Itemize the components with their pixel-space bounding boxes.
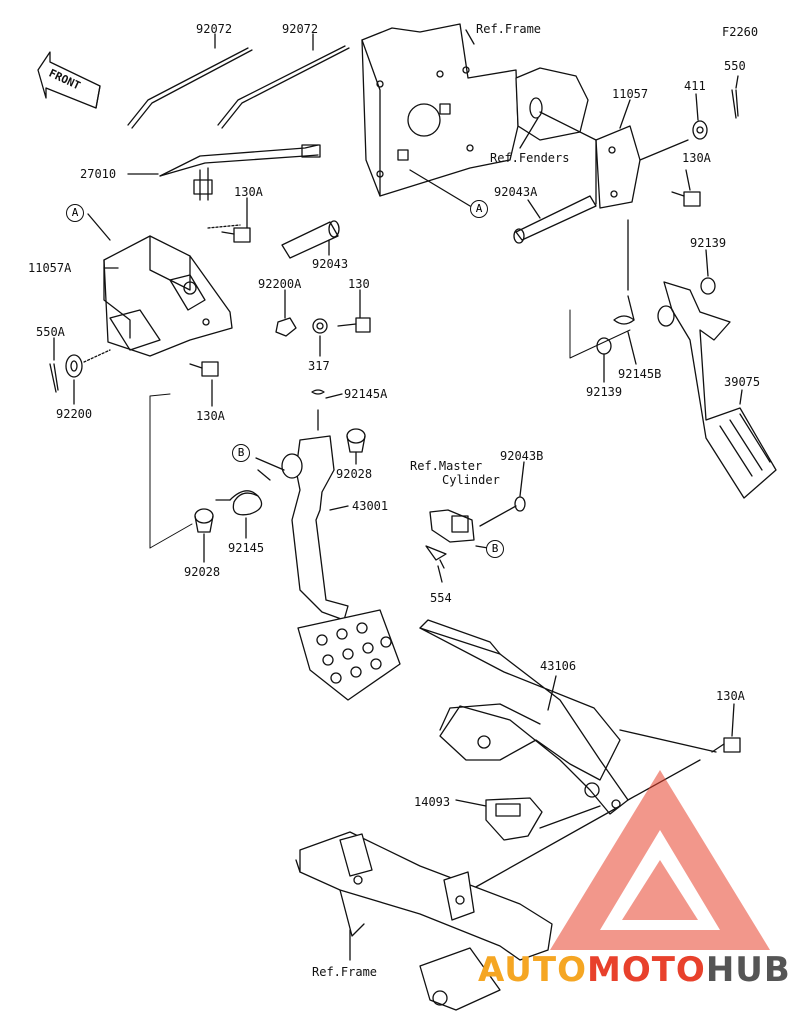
pin-550: [731, 89, 739, 119]
pin-550a: [49, 363, 59, 393]
cable-tie-92072-b: [217, 45, 350, 129]
callout-a-left: A: [66, 204, 84, 222]
spring-92145a: [311, 389, 325, 431]
bolt-130: [337, 317, 371, 333]
label-92145a: 92145A: [344, 387, 388, 401]
pin-92043a: [513, 195, 597, 244]
callout-b-left: B: [232, 444, 250, 462]
label-92043a: 92043A: [494, 185, 538, 199]
washer-92139-a: [700, 277, 716, 295]
bushing-92028-b: [194, 508, 214, 533]
label-92145: 92145: [228, 541, 265, 555]
label-130a-4: 130A: [716, 689, 745, 703]
ref-frame-top: [361, 23, 519, 197]
label-92200: 92200: [56, 407, 93, 421]
label-130a-3: 130A: [682, 151, 711, 165]
pin-92043b: [479, 496, 526, 527]
watermark-logo-icon: [550, 770, 770, 950]
label-14093: 14093: [414, 795, 451, 809]
label-550a: 550A: [36, 325, 65, 339]
label-11057: 11057: [612, 87, 649, 101]
washer-411: [692, 120, 708, 140]
cable-tie-92072-a: [127, 47, 253, 129]
label-92043: 92043: [312, 257, 349, 271]
switch-14093: [485, 797, 543, 841]
label-39075: 39075: [724, 375, 761, 389]
label-92145b: 92145B: [618, 367, 662, 381]
label-550: 550: [724, 59, 746, 73]
label-130: 130: [348, 277, 370, 291]
label-43106: 43106: [540, 659, 577, 673]
clip-554: [425, 545, 447, 569]
bolt-130a-2: [189, 361, 219, 377]
bracket-11057: [595, 125, 641, 209]
rod-27010: [159, 144, 321, 201]
bolt-130a-1: [221, 227, 251, 243]
clevis-master-cylinder: [429, 509, 475, 543]
label-ref-frame-bottom: Ref.Frame: [312, 965, 378, 979]
label-92072-b: 92072: [282, 22, 319, 36]
label-92200a: 92200A: [258, 277, 302, 291]
label-92028-a: 92028: [336, 467, 373, 481]
label-411: 411: [684, 79, 706, 93]
label-130a-1: 130A: [234, 185, 263, 199]
bolt-130a-3: [671, 191, 701, 207]
label-92028-b: 92028: [184, 565, 221, 579]
figure-code: F2260: [722, 25, 759, 39]
watermark-moto: MOTO: [586, 950, 706, 990]
label-ref-frame-top: Ref.Frame: [476, 22, 542, 36]
label-92072-a: 92072: [196, 22, 233, 36]
label-92043b: 92043B: [500, 449, 544, 463]
spring-92145: [215, 469, 271, 516]
washer-92139-b: [596, 337, 612, 355]
watermark-hub: HUB: [705, 950, 791, 990]
label-43001: 43001: [352, 499, 389, 513]
label-554: 554: [430, 591, 452, 605]
accelerator-pedal-39075: [657, 281, 777, 499]
label-317: 317: [308, 359, 330, 373]
label-27010: 27010: [80, 167, 117, 181]
pin-92043: [281, 220, 340, 259]
label-ref-fenders: Ref.Fenders: [490, 151, 570, 165]
label-ref-master-2: Cylinder: [442, 473, 500, 487]
washer-92200: [65, 354, 83, 378]
spring-92145b: [613, 295, 635, 325]
bushing-92028-a: [346, 428, 366, 453]
label-ref-master-1: Ref.Master: [410, 459, 483, 473]
ref-frame-bottom: [295, 831, 553, 1011]
label-92139-b: 92139: [586, 385, 623, 399]
watermark-text: AUTOMOTOHUB: [478, 950, 791, 990]
callout-b-right: B: [486, 540, 504, 558]
label-11057a: 11057A: [28, 261, 72, 275]
nut-92200a: [275, 317, 297, 337]
ref-fenders: [515, 67, 589, 141]
label-92139-a: 92139: [690, 236, 727, 250]
bolt-130a-4: [711, 737, 741, 753]
bracket-11057a: [103, 235, 233, 357]
front-arrow-icon: [37, 51, 101, 109]
brake-pedal-43001: [281, 435, 401, 701]
callout-a-right: A: [470, 200, 488, 218]
watermark-auto: AUTO: [478, 950, 587, 990]
label-130a-2: 130A: [196, 409, 225, 423]
nut-317: [312, 318, 328, 334]
